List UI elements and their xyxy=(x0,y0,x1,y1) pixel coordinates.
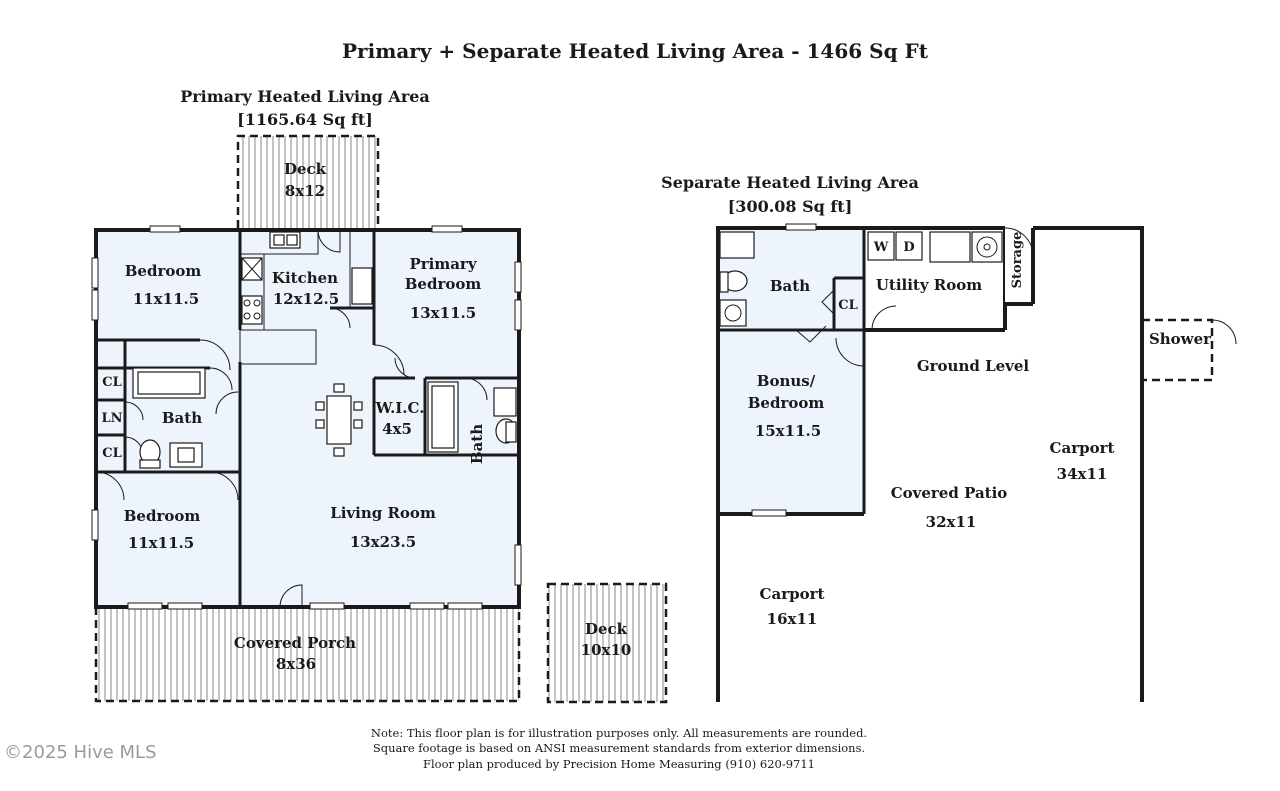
page-title: Primary + Separate Heated Living Area - … xyxy=(342,39,929,63)
room-carport-left: Carport xyxy=(760,585,825,603)
closet-1: CL xyxy=(102,375,122,390)
separate-area-sqft: [300.08 Sq ft] xyxy=(728,197,853,216)
room-kitchen-size: 12x12.5 xyxy=(273,290,339,308)
room-deck-top-size: 8x12 xyxy=(285,182,325,200)
watermark: ©2025 Hive MLS xyxy=(4,742,157,763)
note-line-2: Square footage is based on ANSI measurem… xyxy=(373,741,865,755)
room-primary-bath: Bath xyxy=(468,424,486,464)
room-bedroom-1: Bedroom xyxy=(125,262,202,280)
room-living-room-size: 13x23.5 xyxy=(350,533,416,551)
room-primary-bedroom: Primary xyxy=(409,255,477,273)
room-carport-left-size: 16x11 xyxy=(767,610,818,628)
note-line-3: Floor plan produced by Precision Home Me… xyxy=(423,757,815,771)
room-bonus: Bonus/ xyxy=(757,372,816,390)
room-primary-bedroom-2: Bedroom xyxy=(405,275,482,293)
room-separate-closet: CL xyxy=(838,298,858,313)
ground-level-label: Ground Level xyxy=(917,357,1030,375)
separate-interior xyxy=(718,228,864,514)
room-covered-porch-size: 8x36 xyxy=(276,655,316,673)
room-separate-bath: Bath xyxy=(770,277,810,295)
room-bonus-2: Bedroom xyxy=(748,394,825,412)
room-utility: Utility Room xyxy=(876,276,982,294)
washer-label: W xyxy=(873,240,889,255)
room-hall-bath: Bath xyxy=(162,409,202,427)
room-covered-patio-size: 32x11 xyxy=(926,513,977,531)
room-deck-top: Deck xyxy=(284,160,327,178)
room-living-room: Living Room xyxy=(330,504,436,522)
room-wic-size: 4x5 xyxy=(382,420,412,438)
room-carport-right: Carport xyxy=(1050,439,1115,457)
primary-exterior-wall xyxy=(94,228,521,609)
small-deck xyxy=(548,584,666,702)
room-bedroom-2: Bedroom xyxy=(124,507,201,525)
room-bedroom-2-size: 11x11.5 xyxy=(128,534,194,552)
room-primary-bedroom-size: 13x11.5 xyxy=(410,304,476,322)
covered-porch xyxy=(96,607,519,701)
room-shower: Shower xyxy=(1149,330,1212,348)
primary-area-sqft: [1165.64 Sq ft] xyxy=(237,110,373,129)
room-bedroom-1-size: 11x11.5 xyxy=(133,290,199,308)
note-line-1: Note: This floor plan is for illustratio… xyxy=(371,726,867,740)
closet-2: CL xyxy=(102,446,122,461)
room-bonus-size: 15x11.5 xyxy=(755,422,821,440)
room-covered-porch: Covered Porch xyxy=(234,634,356,652)
separate-area-heading: Separate Heated Living Area xyxy=(661,173,919,192)
room-wic: W.I.C. xyxy=(375,399,425,417)
room-covered-patio: Covered Patio xyxy=(891,484,1008,502)
top-deck xyxy=(238,136,378,228)
room-storage: Storage xyxy=(1010,232,1025,289)
room-deck-small-size: 10x10 xyxy=(581,641,632,659)
room-deck-small: Deck xyxy=(585,620,628,638)
room-carport-right-size: 34x11 xyxy=(1057,465,1108,483)
primary-area-heading: Primary Heated Living Area xyxy=(180,87,430,106)
dryer-label: D xyxy=(903,240,914,255)
room-kitchen: Kitchen xyxy=(272,269,338,287)
linen-closet: LN xyxy=(101,411,122,426)
